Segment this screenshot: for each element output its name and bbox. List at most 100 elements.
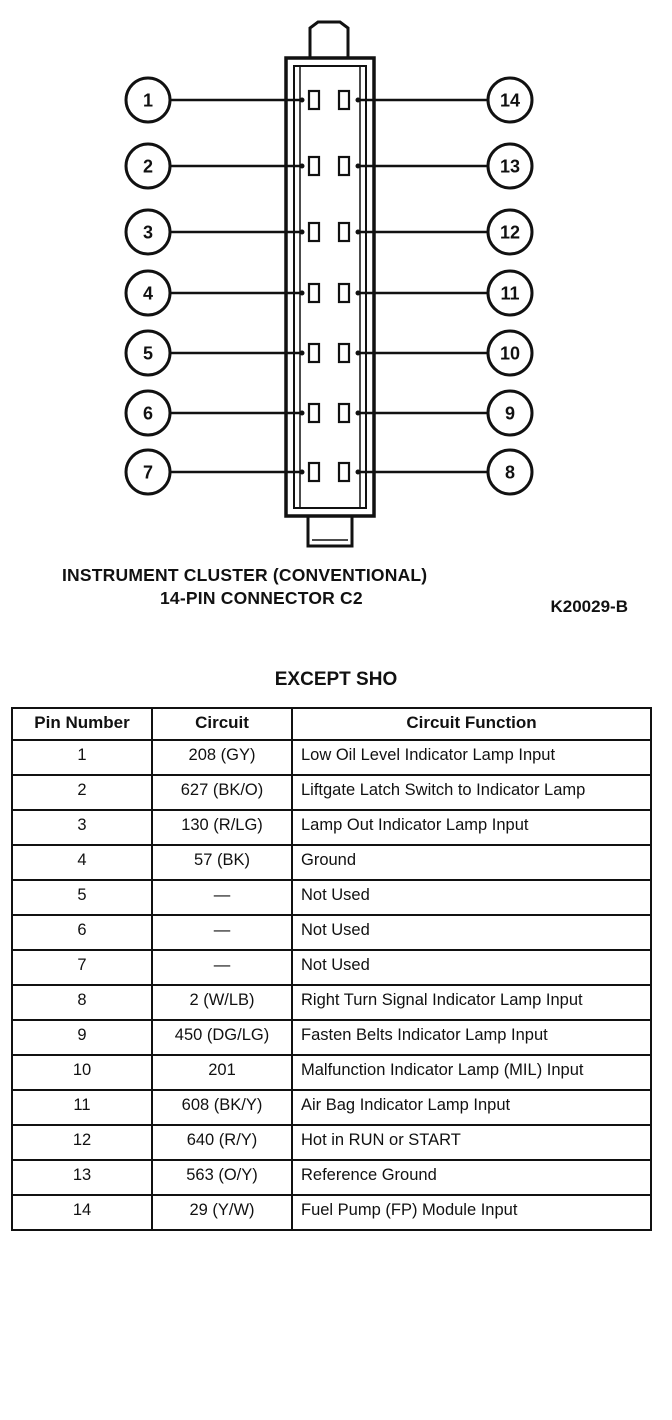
- pin-lead-dot: [299, 410, 305, 416]
- pin-terminal-slot: [307, 221, 321, 243]
- pin-12-callout: 12: [337, 208, 534, 256]
- connector-body: [284, 20, 376, 548]
- pin-terminal-slot: [337, 342, 351, 364]
- circuit-cell: 57 (BK): [151, 844, 293, 881]
- function-cell: Not Used: [291, 879, 652, 916]
- pin-number-circle: [124, 142, 172, 190]
- pin-number-circle: [486, 448, 534, 496]
- pin-cell: 12: [11, 1124, 153, 1161]
- pin-lead-dot: [299, 229, 305, 235]
- pin-terminal-slot: [337, 221, 351, 243]
- circuit-cell: 29 (Y/W): [151, 1194, 293, 1231]
- function-cell: Lamp Out Indicator Lamp Input: [291, 809, 652, 846]
- pin-14-callout: 14: [337, 76, 534, 124]
- pin-lead-dot: [299, 350, 305, 356]
- pin-number-label: 13: [500, 157, 520, 177]
- function-cell: Low Oil Level Indicator Lamp Input: [291, 739, 652, 776]
- pin-number-label: 1: [143, 91, 153, 111]
- table-row: 7—Not Used: [11, 949, 652, 986]
- pin-lead-dot: [355, 97, 361, 103]
- circuit-cell: 2 (W/LB): [151, 984, 293, 1021]
- pin-1-callout: 1: [124, 76, 321, 124]
- pin-terminal-slot: [337, 461, 351, 483]
- pin-11-callout: 11: [337, 269, 534, 317]
- function-cell: Malfunction Indicator Lamp (MIL) Input: [291, 1054, 652, 1091]
- pin-lead-dot: [355, 410, 361, 416]
- pin-number-label: 4: [143, 284, 153, 304]
- pin-number-label: 2: [143, 157, 153, 177]
- pin-lead-dot: [299, 290, 305, 296]
- pin-cell: 5: [11, 879, 153, 916]
- pin-5-callout: 5: [124, 329, 321, 377]
- circuit-cell: 450 (DG/LG): [151, 1019, 293, 1056]
- pin-number-circle: [486, 269, 534, 317]
- pin-9-callout: 9: [337, 389, 534, 437]
- pin-cell: 7: [11, 949, 153, 986]
- function-cell: Not Used: [291, 949, 652, 986]
- pin-number-label: 3: [143, 223, 153, 243]
- pin-6-callout: 6: [124, 389, 321, 437]
- pin-number-label: 12: [500, 223, 520, 243]
- pin-terminal-slot: [307, 342, 321, 364]
- pin-cell: 9: [11, 1019, 153, 1056]
- function-cell: Hot in RUN or START: [291, 1124, 652, 1161]
- circuit-cell: 563 (O/Y): [151, 1159, 293, 1196]
- pin-number-label: 6: [143, 404, 153, 424]
- pin-cell: 13: [11, 1159, 153, 1196]
- pin-lead-dot: [355, 290, 361, 296]
- pin-number-label: 14: [500, 91, 520, 111]
- pin-number-circle: [124, 208, 172, 256]
- pin-lead-dot: [355, 163, 361, 169]
- pin-number-circle: [486, 142, 534, 190]
- pin-number-circle: [124, 389, 172, 437]
- pin-number-label: 5: [143, 344, 153, 364]
- circuit-cell: 608 (BK/Y): [151, 1089, 293, 1126]
- figure-id: K20029-B: [550, 597, 629, 616]
- function-cell: Reference Ground: [291, 1159, 652, 1196]
- pin-terminal-slot: [307, 282, 321, 304]
- pin-8-callout: 8: [337, 448, 534, 496]
- pin-cell: 3: [11, 809, 153, 846]
- pin-terminal-slot: [337, 402, 351, 424]
- header-circuit: Circuit: [151, 707, 293, 741]
- circuit-cell: 201: [151, 1054, 293, 1091]
- pin-lead-dot: [355, 350, 361, 356]
- pin-terminal-slot: [307, 89, 321, 111]
- pin-cell: 2: [11, 774, 153, 811]
- pin-cell: 11: [11, 1089, 153, 1126]
- pin-number-label: 10: [500, 344, 520, 364]
- diagram-caption-line2: 14-PIN CONNECTOR C2: [160, 588, 363, 608]
- pin-cell: 14: [11, 1194, 153, 1231]
- pin-number-circle: [486, 389, 534, 437]
- pin-lead-dot: [299, 469, 305, 475]
- pin-number-circle: [486, 208, 534, 256]
- pin-cell: 1: [11, 739, 153, 776]
- pin-number-label: 9: [505, 404, 515, 424]
- circuit-cell: 627 (BK/O): [151, 774, 293, 811]
- pin-cell: 4: [11, 844, 153, 881]
- header-pin-number: Pin Number: [11, 707, 153, 741]
- pin-lead-dot: [355, 469, 361, 475]
- pin-cell: 8: [11, 984, 153, 1021]
- pin-number-label: 7: [143, 463, 153, 483]
- function-cell: Ground: [291, 844, 652, 881]
- pin-number-circle: [124, 329, 172, 377]
- table-row: 5—Not Used: [11, 879, 652, 916]
- function-cell: Fasten Belts Indicator Lamp Input: [291, 1019, 652, 1056]
- header-circuit-function: Circuit Function: [291, 707, 652, 741]
- circuit-cell: —: [151, 914, 293, 951]
- pin-3-callout: 3: [124, 208, 321, 256]
- pin-number-label: 8: [505, 463, 515, 483]
- pin-number-circle: [124, 76, 172, 124]
- pin-cell: 10: [11, 1054, 153, 1091]
- pin-terminal-slot: [337, 282, 351, 304]
